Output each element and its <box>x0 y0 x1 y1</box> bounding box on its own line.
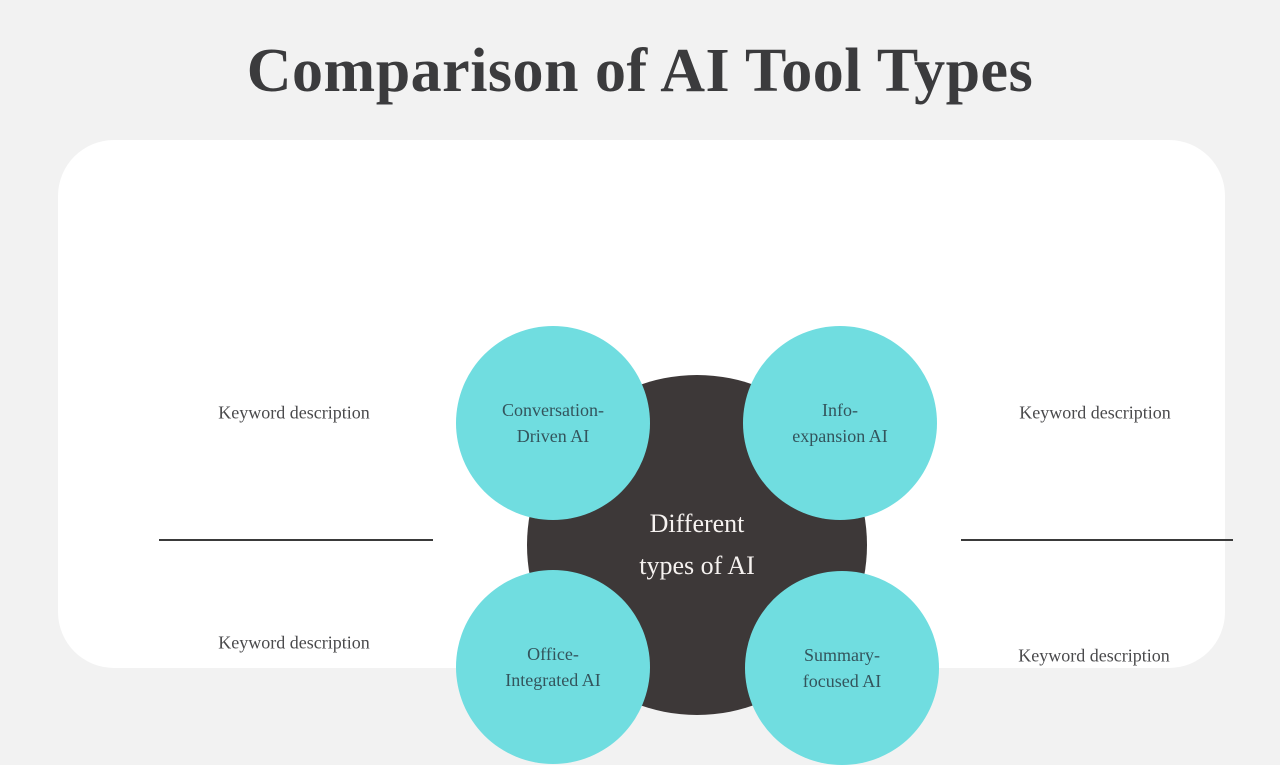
circle-label-line1: Office- <box>527 643 579 664</box>
circle-label-line2: Driven AI <box>516 426 590 446</box>
divider-line-right <box>961 539 1233 541</box>
circle-label-line2: focused AI <box>802 671 882 691</box>
center-circle-line2: types of AI <box>639 550 755 580</box>
circle-label-line1: Conversation- <box>502 399 604 420</box>
circle-info-expansion-ai: Info- expansion AI <box>743 326 937 520</box>
divider-line-left <box>159 539 433 541</box>
content-card: Keyword description Keyword description … <box>58 140 1233 765</box>
circle-label-line2: Integrated AI <box>505 670 601 690</box>
circle-label-line1: Summary- <box>804 644 880 665</box>
circle-office-integrated-ai: Office- Integrated AI <box>456 570 650 764</box>
keyword-label-top-left: Keyword description <box>218 402 370 423</box>
keyword-label-bottom-left: Keyword description <box>218 632 370 653</box>
keyword-label-bottom-right: Keyword description <box>1018 645 1170 666</box>
circle-label-line2: expansion AI <box>792 426 888 446</box>
keyword-label-top-right: Keyword description <box>1019 402 1171 423</box>
circle-label-line1: Info- <box>822 399 858 420</box>
center-circle-line1: Different <box>649 508 745 538</box>
page-title: Comparison of AI Tool Types <box>246 37 1034 105</box>
circle-conversation-driven-ai: Conversation- Driven AI <box>456 326 650 520</box>
slide: Comparison of AI Tool Types Keyword desc… <box>58 37 1233 765</box>
circle-summary-focused-ai: Summary- focused AI <box>745 571 939 765</box>
